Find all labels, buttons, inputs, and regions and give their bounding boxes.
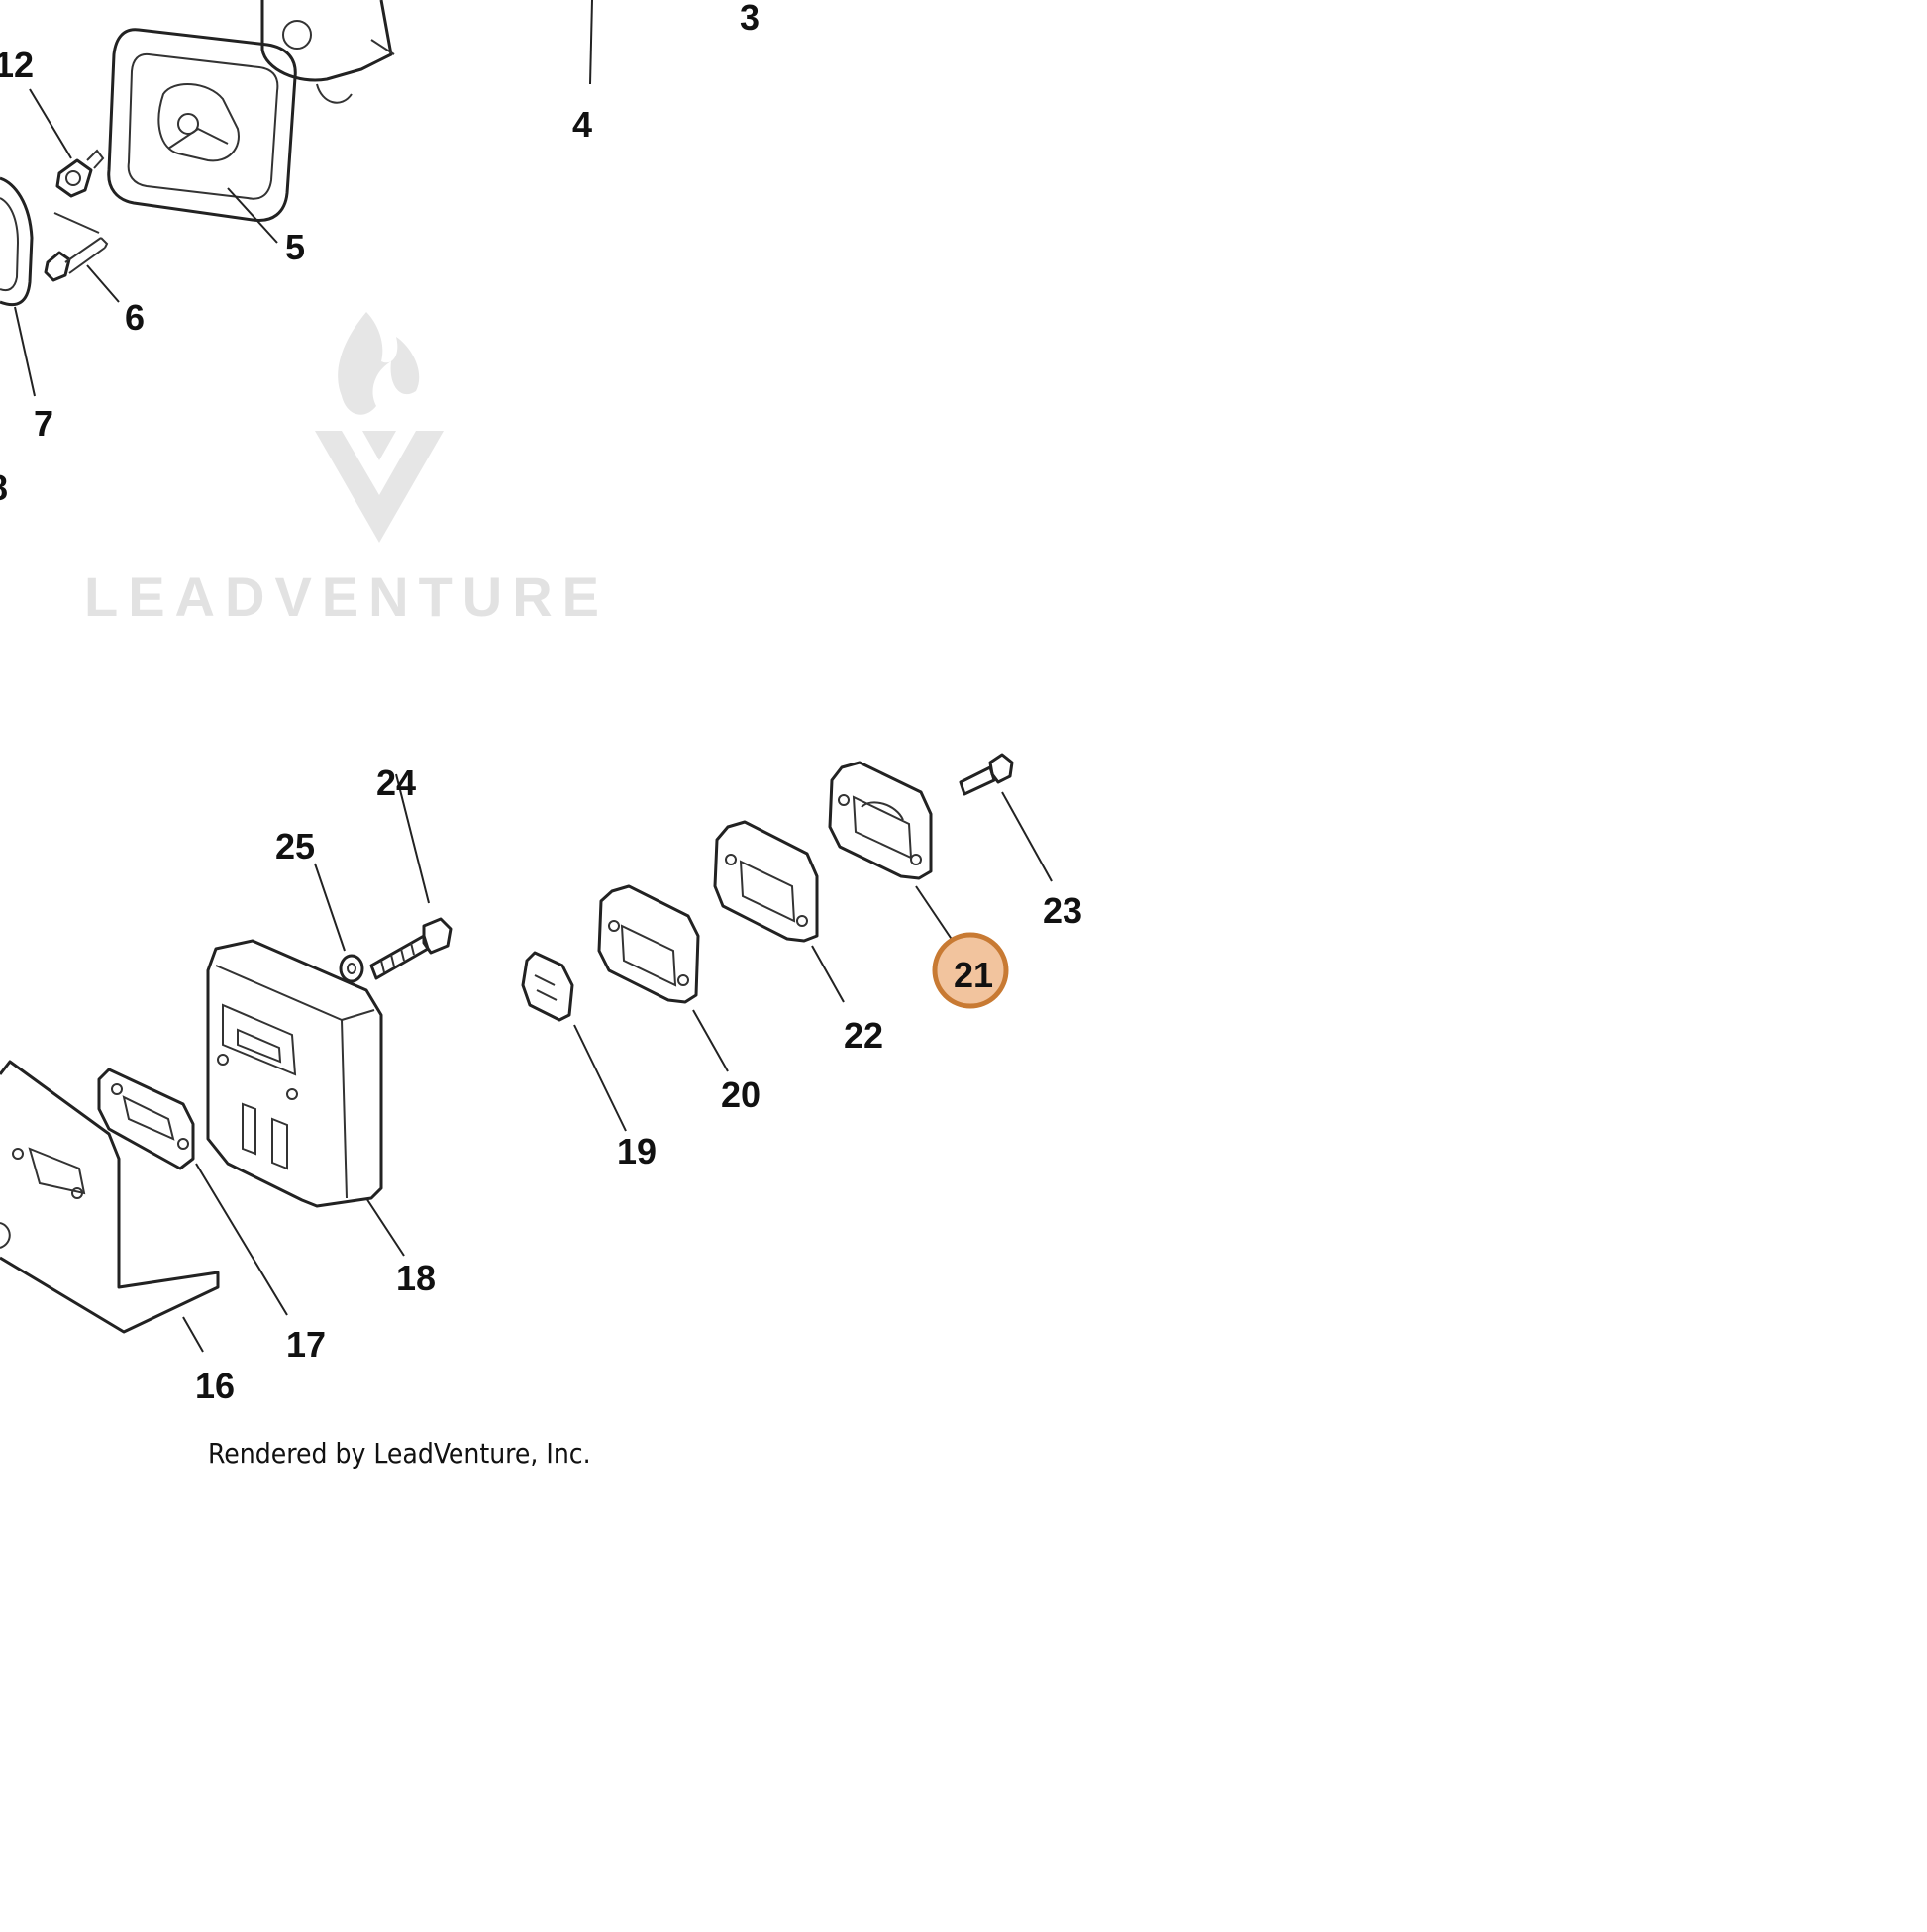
carburetor-part <box>260 0 395 104</box>
leader-lines <box>14 0 1053 1353</box>
callout-5[interactable]: 5 <box>285 227 305 267</box>
gasket-21-part <box>828 761 933 880</box>
bolt-23-part <box>959 753 1014 796</box>
callout-24[interactable]: 24 <box>376 763 416 803</box>
callout-18[interactable]: 18 <box>396 1258 436 1298</box>
callout-12[interactable]: 12 <box>0 45 34 85</box>
highlight-21-marker[interactable] <box>932 932 1009 1009</box>
callout-7[interactable]: 7 <box>34 403 53 444</box>
callout-17[interactable]: 17 <box>286 1324 326 1365</box>
callout-6[interactable]: 6 <box>125 297 145 338</box>
heat-shield-part <box>0 1060 220 1334</box>
watermark-text: LEADVENTURE <box>84 565 609 628</box>
callout-8[interactable]: 8 <box>0 467 8 508</box>
gasket-22-part <box>713 820 819 943</box>
gasket-20-part <box>597 884 700 1004</box>
callout-labels: 3 4 12 5 6 7 8 24 25 23 21 22 20 19 18 1… <box>0 0 1082 1406</box>
bolt-24-part <box>369 917 453 980</box>
render-credit: Rendered by LeadVenture, Inc. <box>208 1437 591 1470</box>
screw-6-part <box>44 212 109 282</box>
washer-25-part <box>339 954 364 983</box>
callout-23[interactable]: 23 <box>1043 890 1082 931</box>
plate-19-part <box>521 951 574 1022</box>
filter-element-part <box>0 176 34 307</box>
callout-20[interactable]: 20 <box>721 1074 761 1115</box>
leadventure-flame-logo <box>315 312 444 543</box>
muffler-part <box>206 939 383 1208</box>
callout-22[interactable]: 22 <box>844 1015 883 1056</box>
callout-16[interactable]: 16 <box>195 1366 235 1406</box>
callout-4[interactable]: 4 <box>572 104 592 145</box>
air-filter-housing-part <box>107 28 297 223</box>
callout-19[interactable]: 19 <box>617 1131 657 1171</box>
callout-3[interactable]: 3 <box>740 0 760 38</box>
callout-25[interactable]: 25 <box>275 826 315 866</box>
callout-21[interactable]: 21 <box>954 955 993 995</box>
bolt-12-part <box>55 149 105 198</box>
gasket-17-part <box>97 1068 195 1170</box>
